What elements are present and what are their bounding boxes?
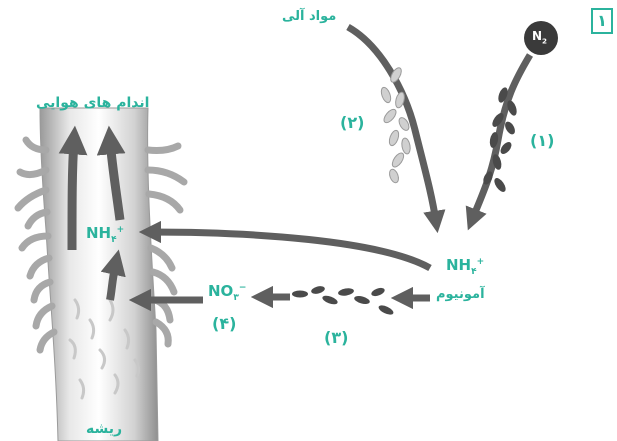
plant-root [18, 108, 184, 441]
root-label: ریشه [86, 422, 122, 436]
ammonium-label: آمونیوم [436, 288, 485, 301]
nitrate-text: NO [208, 282, 233, 300]
step-2-label: (۲) [340, 115, 364, 131]
soil-nh4-sub: ۴ [471, 267, 477, 277]
arrow-ammonium-uptake [150, 232, 430, 268]
soil-nh4-label: NH۴+ [446, 258, 484, 277]
step-3-label: (۳) [324, 330, 348, 346]
nitrate-sub: ۳ [233, 293, 239, 303]
n2-subscript: 2 [542, 36, 547, 45]
organic-matter-label: مواد آلی [282, 10, 336, 23]
bacteria-group-3 [292, 285, 395, 317]
nitrate-label: NO۳− [208, 284, 246, 303]
n2-label: N2 [532, 30, 547, 45]
upward-arrow-left [72, 140, 74, 250]
plant-nh4-label: NH۴+ [86, 226, 124, 245]
step-4-label: (۴) [212, 316, 236, 332]
aerial-organs-label: اندام های هوایی [36, 96, 149, 110]
arrow-n2-fixation [472, 55, 530, 220]
plant-nh4-sup: + [117, 225, 125, 235]
soil-nh4-text: NH [446, 256, 471, 274]
nitrate-sup: − [239, 283, 247, 293]
step-1-label: (۱) [530, 133, 554, 149]
figure-number: ۱ [591, 8, 613, 34]
soil-nh4-sup: + [477, 257, 485, 267]
plant-nh4-sub: ۴ [111, 235, 117, 245]
plant-nh4-text: NH [86, 224, 111, 242]
n2-text: N [532, 29, 542, 43]
